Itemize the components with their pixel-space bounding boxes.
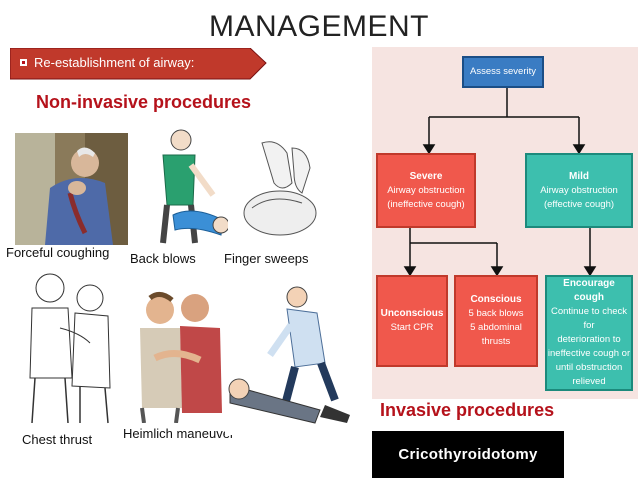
severe-box: Severe Airway obstruction (ineffective c…	[376, 153, 476, 228]
conscious-box: Conscious 5 back blows 5 abdominal thrus…	[454, 275, 538, 367]
encourage-line5: relieved	[572, 376, 606, 387]
severe-line1: Airway obstruction	[387, 184, 465, 196]
conscious-line2: 5 abdominal thrusts	[470, 322, 522, 347]
unconscious-line1: Start CPR	[390, 322, 434, 333]
encourage-line2: deterioration to	[557, 334, 621, 345]
forceful-coughing-image	[15, 133, 128, 245]
bullet-icon	[20, 59, 27, 66]
chest-thrust-caption: Chest thrust	[22, 432, 93, 447]
encourage-line3: ineffective cough or	[547, 348, 631, 359]
forceful-coughing-caption: Forceful coughing	[6, 245, 110, 260]
conscious-line1: 5 back blows	[468, 308, 524, 319]
assess-severity-text: Assess severity	[470, 66, 536, 77]
cricothyroidotomy-banner: Cricothyroidotomy	[372, 431, 564, 478]
banner-arrow-shape	[10, 48, 267, 80]
cpr-unconscious-image	[225, 285, 355, 435]
back-blows-caption: Back blows	[130, 251, 196, 266]
conscious-title: Conscious	[470, 294, 522, 305]
finger-sweeps-caption: Finger sweeps	[224, 251, 309, 266]
noninvasive-heading: Non-invasive procedures	[36, 92, 252, 112]
encourage-title: Encourage cough	[563, 278, 615, 303]
encourage-line4: until obstruction	[555, 362, 623, 373]
invasive-heading: Invasive procedures	[380, 400, 555, 420]
chest-thrust-image	[10, 268, 118, 428]
back-blows-image	[133, 125, 230, 248]
mild-line2: (effective cough)	[543, 198, 615, 210]
section-banner: Re-establishment of airway:	[10, 48, 267, 80]
flowchart-connectors	[403, 88, 597, 277]
encourage-cough-box: Encourage cough Continue to check for de…	[545, 275, 633, 391]
mild-title: Mild	[569, 170, 589, 182]
finger-sweeps-image	[232, 133, 330, 248]
slide-title: MANAGEMENT	[208, 10, 429, 43]
mild-box: Mild Airway obstruction (effective cough…	[525, 153, 633, 228]
severe-line2: (ineffective cough)	[387, 198, 465, 210]
cricothyroidotomy-label: Cricothyroidotomy	[398, 446, 538, 463]
banner-text: Re-establishment of airway:	[34, 55, 195, 70]
unconscious-title: Unconscious	[380, 308, 444, 319]
heimlich-maneuver-image	[120, 288, 225, 424]
severe-title: Severe	[409, 170, 443, 182]
encourage-line1: Continue to check for	[550, 306, 628, 331]
severity-flowchart: Assess severity Severe Airway obstructio…	[372, 47, 638, 399]
unconscious-box: Unconscious Start CPR	[376, 275, 448, 367]
heimlich-maneuver-caption: Heimlich maneuver	[123, 426, 235, 441]
assess-severity-box: Assess severity	[462, 56, 544, 88]
mild-line1: Airway obstruction	[540, 184, 618, 196]
